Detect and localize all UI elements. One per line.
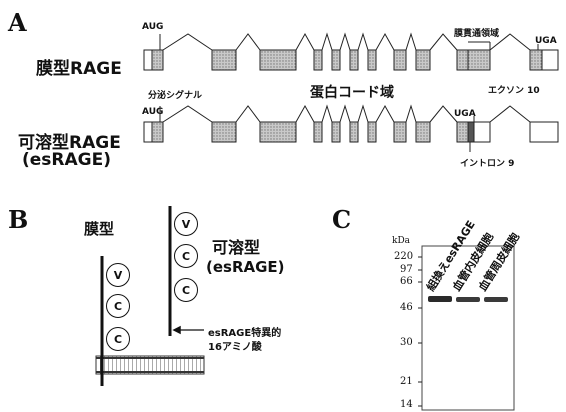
soluble-rage-gene [144,106,558,152]
tick-66: 66 [400,276,413,287]
membrane-c1-domain: C [106,294,130,318]
soluble-form-sublabel: (esRAGE) [206,258,285,276]
soluble-c1-label: C [182,250,190,263]
tick-14: 14 [400,399,413,410]
tick-21: 21 [400,376,413,387]
membrane-c2-label: C [114,333,122,346]
blot-band-lane3 [484,297,508,302]
membrane-form-label: 膜型 [84,218,114,239]
amino-acid-note: 16アミノ酸 [208,338,262,353]
membrane-v-label: V [114,269,123,282]
soluble-c2-label: C [182,284,190,297]
kda-unit-label: kDa [392,236,410,246]
tick-30: 30 [400,337,413,348]
esrage-specific-note: esRAGE特異的 [208,324,281,339]
membrane-rage-gene [144,34,558,70]
soluble-form-label: 可溶型 [212,234,260,258]
blot-band-lane2 [456,297,480,302]
blot-band-lane1 [428,296,452,302]
membrane-v-domain: V [106,263,130,287]
soluble-c2-domain: C [174,278,198,302]
soluble-v-domain: V [174,212,198,236]
membrane-c2-domain: C [106,327,130,351]
membrane-c1-label: C [114,300,122,313]
tick-220: 220 [394,251,413,262]
soluble-v-label: V [182,218,191,231]
tick-97: 97 [400,264,413,275]
tick-46: 46 [400,302,413,313]
soluble-c1-domain: C [174,244,198,268]
